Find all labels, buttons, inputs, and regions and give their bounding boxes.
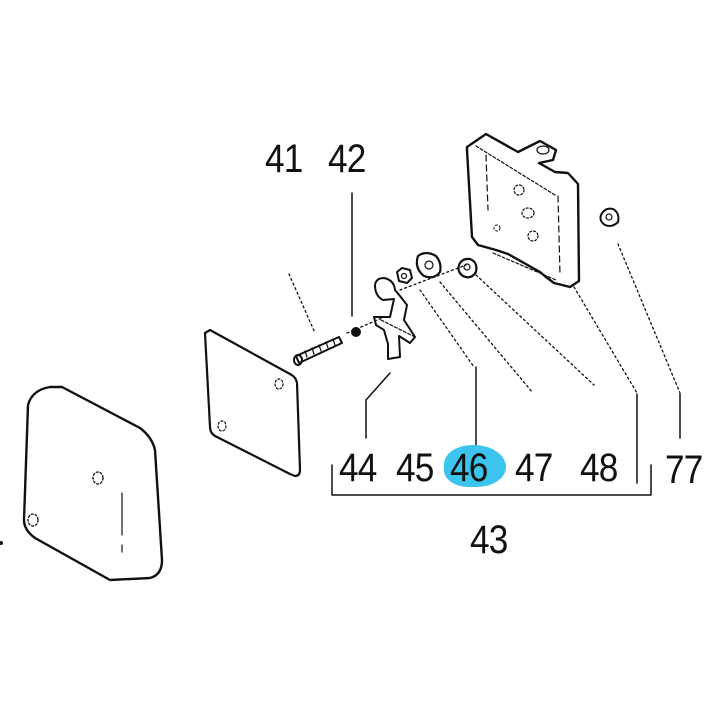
housing-part <box>465 132 581 289</box>
washer-part <box>415 251 442 279</box>
label-48[interactable]: 48 <box>580 446 618 490</box>
plate-part <box>203 328 302 478</box>
label-43-group[interactable]: 43 <box>470 518 508 562</box>
cover-part <box>0 385 164 582</box>
nut-77-part <box>599 207 620 227</box>
nut-part <box>351 327 361 337</box>
label-77[interactable]: 77 <box>665 448 703 492</box>
leader-lines <box>288 243 681 394</box>
bracket-part <box>373 277 416 360</box>
label-41[interactable]: 41 <box>265 137 303 181</box>
label-44[interactable]: 44 <box>339 446 377 490</box>
label-47[interactable]: 47 <box>515 446 553 490</box>
label-45[interactable]: 45 <box>396 446 434 490</box>
solid-leaders <box>331 192 681 496</box>
label-46[interactable]: 46 <box>450 446 488 490</box>
hex-nut-part <box>396 267 413 284</box>
bolt-part <box>293 336 343 366</box>
highlight-marker <box>444 445 506 487</box>
flange-nut-part <box>457 257 478 279</box>
label-42[interactable]: 42 <box>328 137 366 181</box>
